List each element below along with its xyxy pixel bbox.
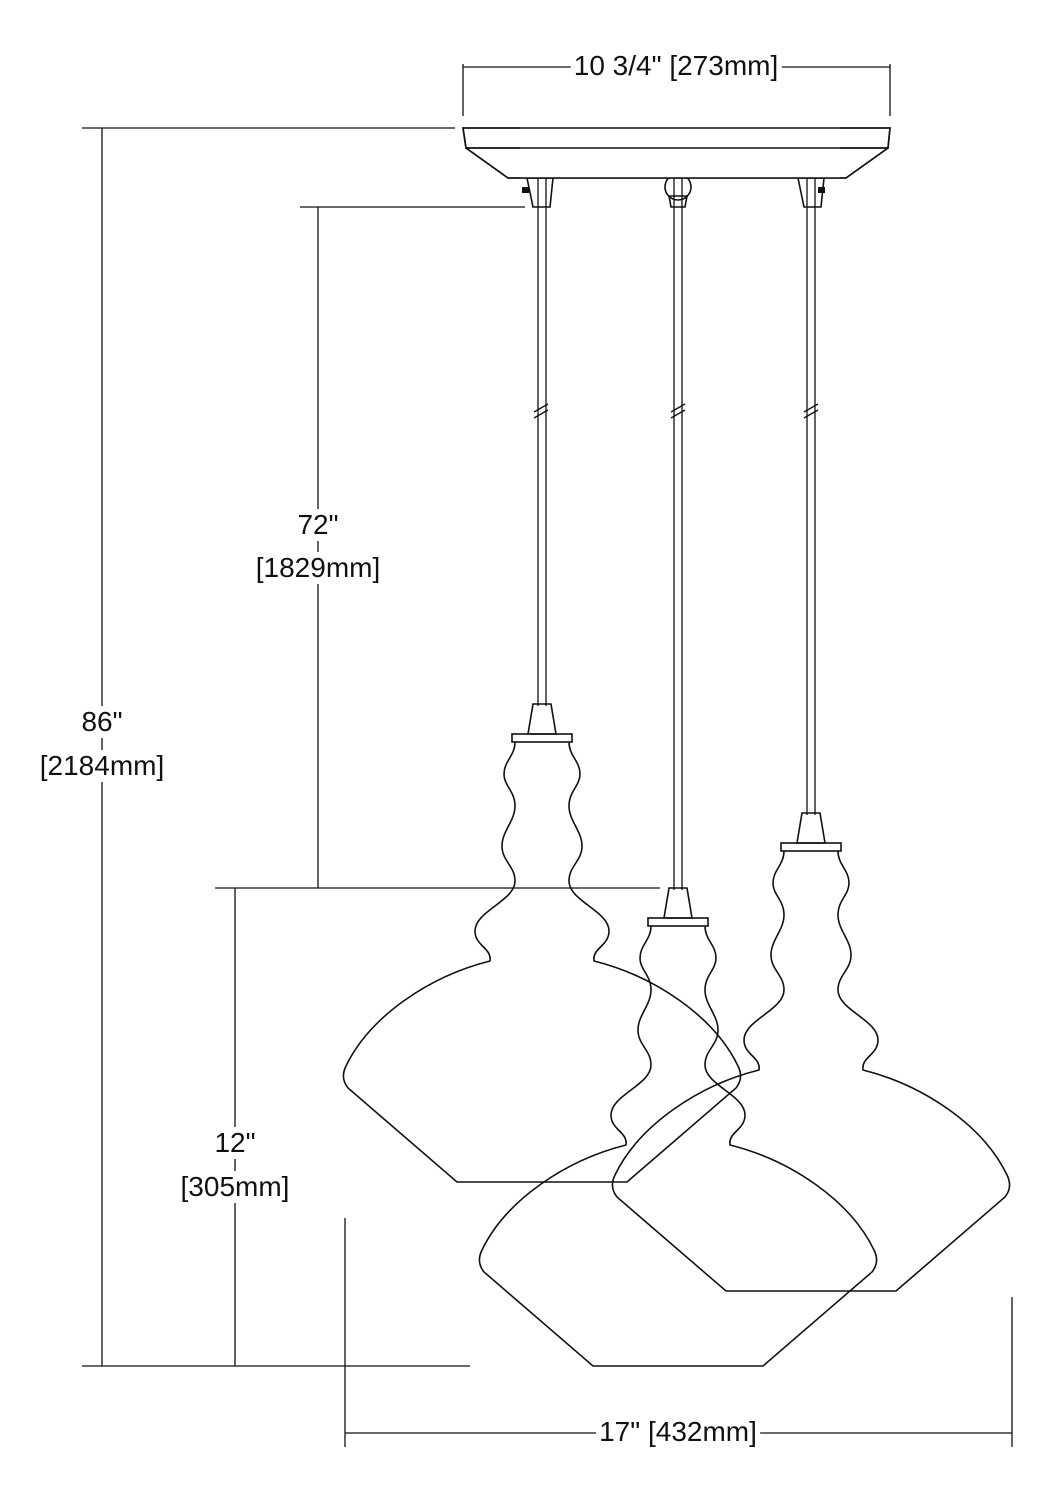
dimension-lines: [82, 64, 1013, 1447]
cord-length-inches-label: 72": [294, 509, 342, 541]
overall-width-label: 17" [432mm]: [596, 1416, 760, 1448]
pendant-right: [611, 0, 1011, 1292]
shade-height-mm-label: [305mm]: [177, 1171, 293, 1203]
pendant-front: [478, 0, 878, 1367]
overall-height-mm-label: [2184mm]: [36, 750, 168, 782]
canopy-width-label: 10 3/4" [273mm]: [570, 50, 782, 82]
canopy-redraw: [462, 127, 891, 179]
cord-break-marks: [533, 403, 819, 419]
shade-height-inches-label: 12": [211, 1127, 259, 1159]
overall-height-inches-label: 86": [78, 706, 126, 738]
cord-length-mm-label: [1829mm]: [252, 552, 384, 584]
